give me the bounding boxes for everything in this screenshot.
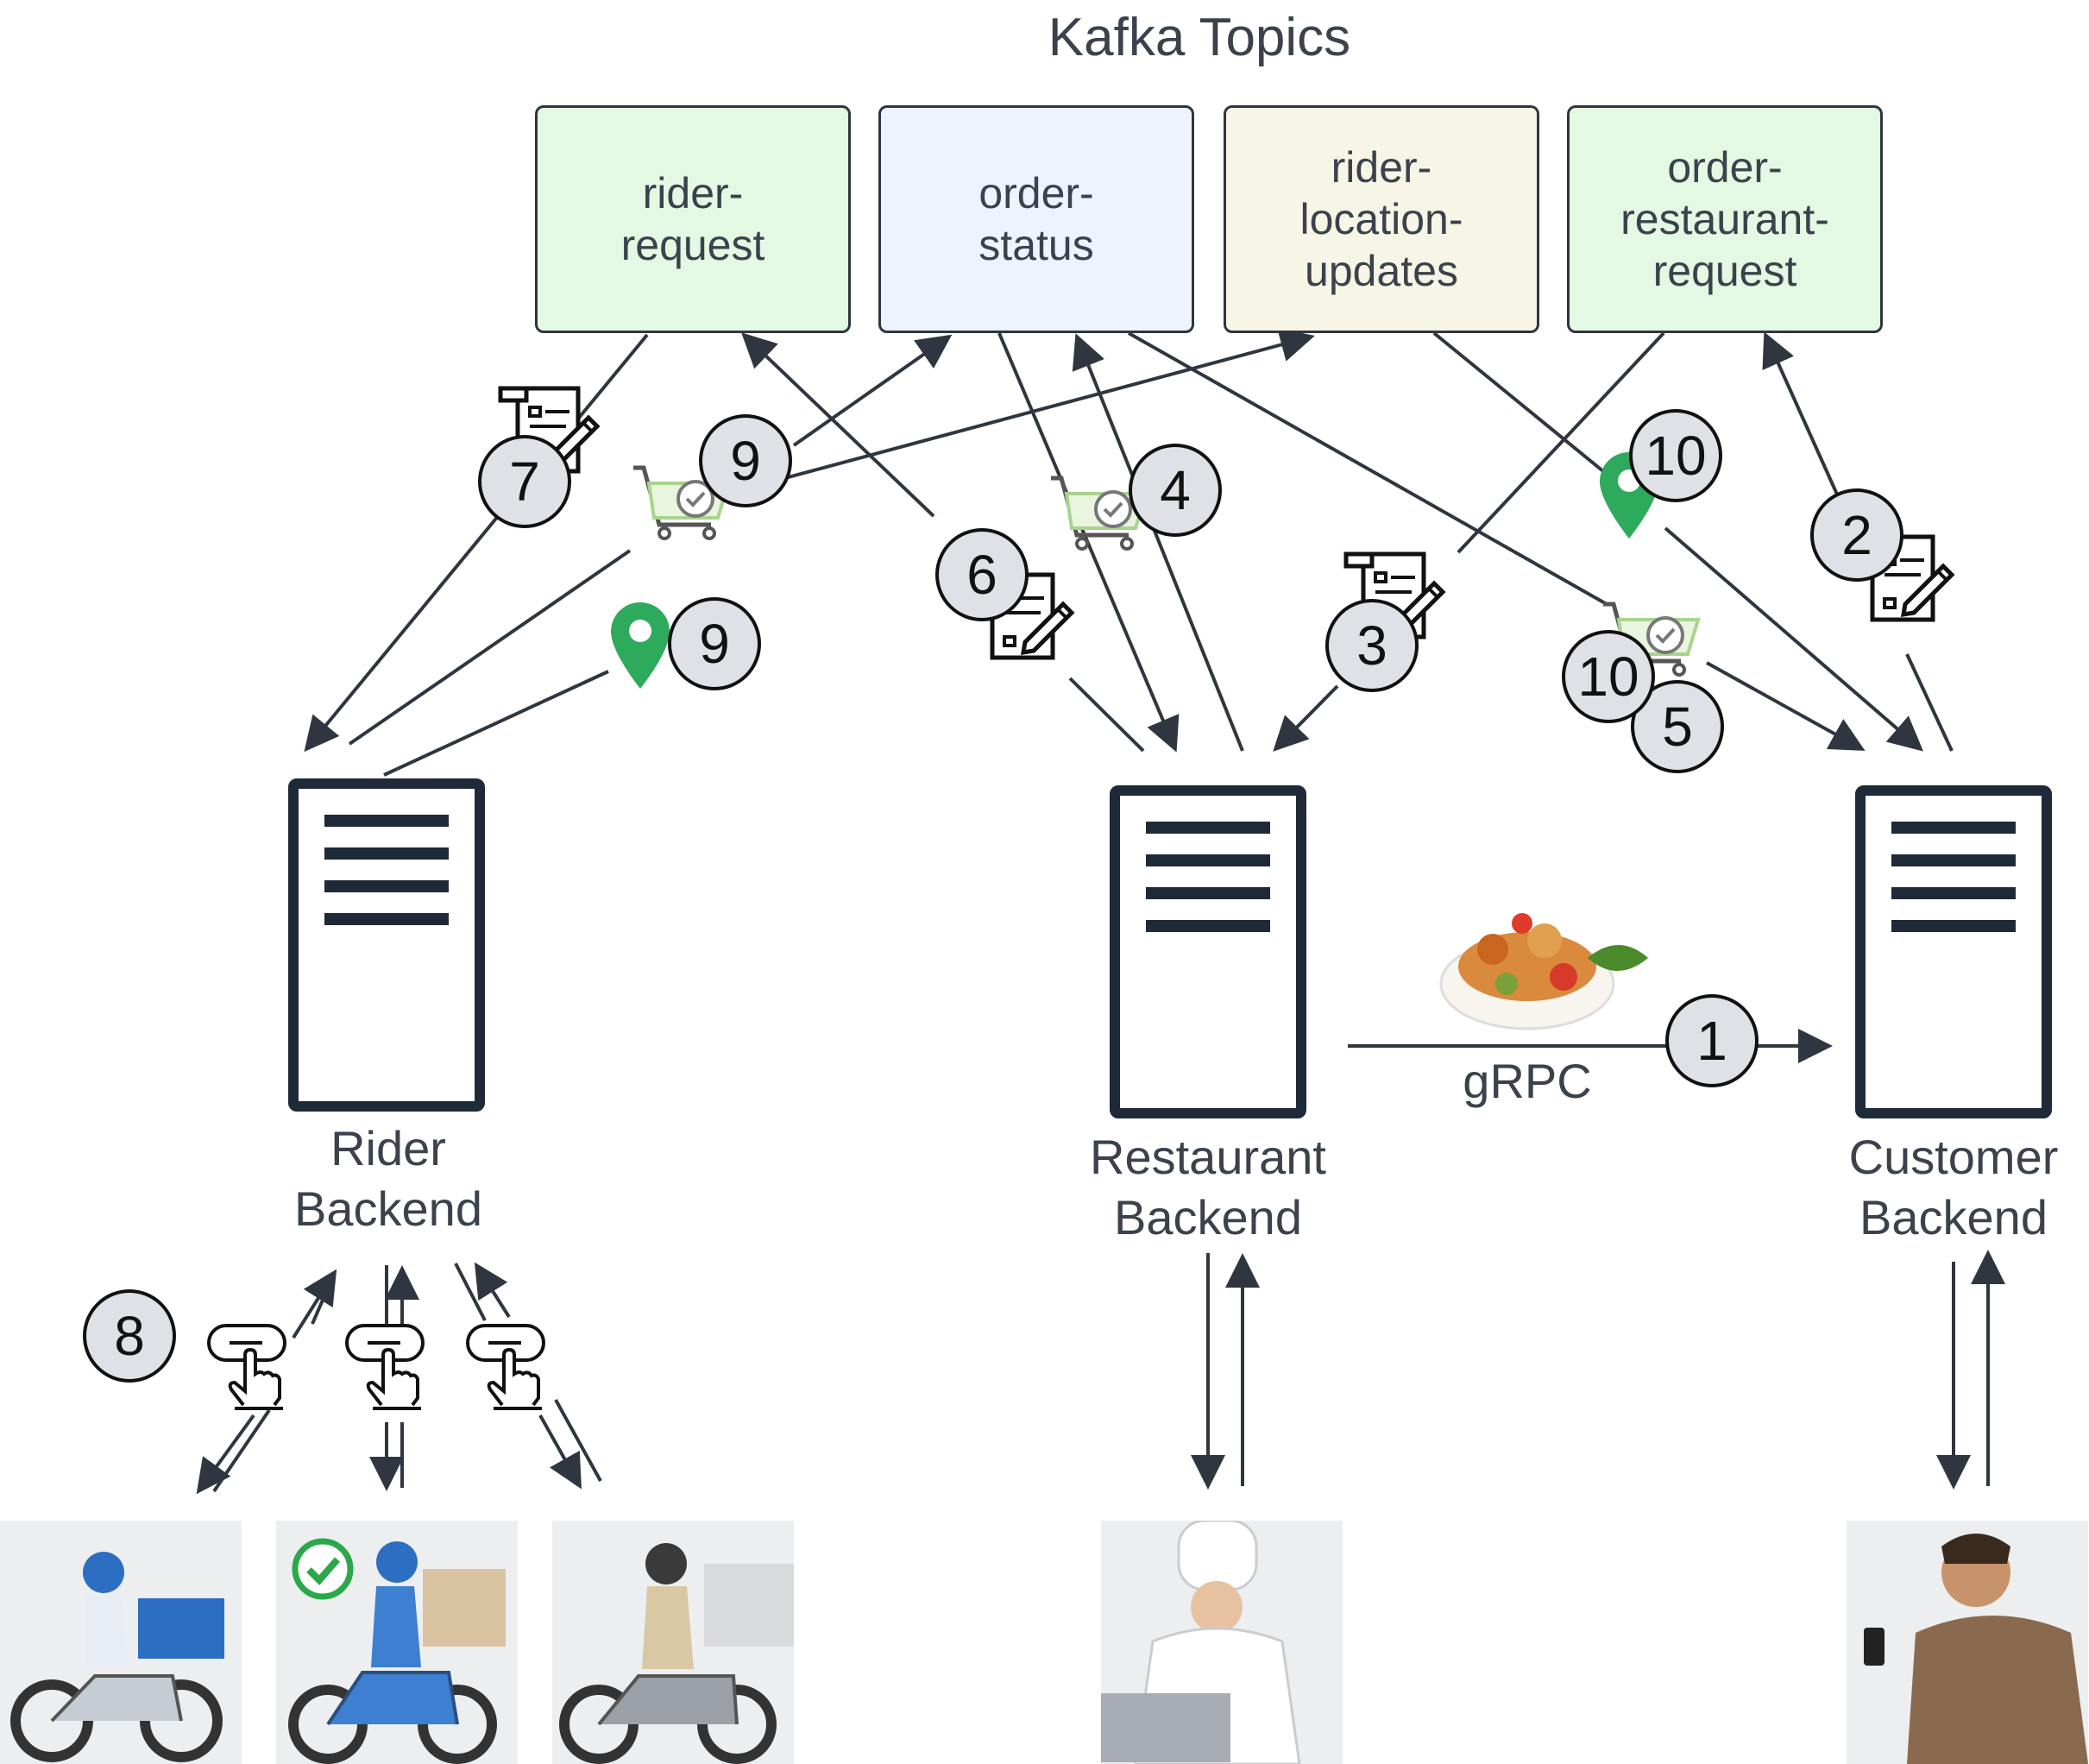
step-badge-9: 9	[699, 414, 792, 507]
topic-order-restaurant-request[interactable]: order- restaurant- request	[1567, 105, 1883, 333]
check-circle-icon	[292, 1538, 354, 1600]
step-badge-1: 1	[1665, 994, 1759, 1087]
rider-backend-server-icon	[293, 784, 480, 1106]
grpc-protocol-label: gRPC	[1463, 1054, 1592, 1108]
step-badge-3: 3	[1325, 599, 1419, 692]
step-badge-8: 8	[83, 1289, 176, 1383]
tap-button-icon	[466, 1324, 545, 1410]
step-badge-2: 2	[1810, 488, 1903, 582]
step-badge-6: 6	[935, 528, 1029, 621]
step-badge-10: 10	[1562, 630, 1655, 723]
customer-backend-label: Customer Backend	[1848, 1130, 2059, 1244]
customer-backend-server-icon	[1860, 791, 2047, 1113]
topic-order-status-label: order- status	[978, 169, 1094, 269]
topic-rider-location-updates[interactable]: rider- location- updates	[1224, 105, 1539, 333]
food-dish-icon	[1439, 913, 1648, 1030]
tap-button-icon	[345, 1324, 425, 1410]
step-badge-5: 5	[1631, 680, 1724, 773]
location-pin-icon	[611, 602, 670, 689]
rider-photo	[552, 1521, 794, 1764]
topic-order-restaurant-request-label: order- restaurant- request	[1620, 143, 1829, 295]
rider-backend-label: Rider Backend	[294, 1121, 482, 1236]
kafka-topics-title: Kafka Topics	[1048, 8, 1351, 67]
tap-button-icon	[207, 1324, 286, 1410]
rider-photo	[0, 1521, 242, 1764]
step-badge-4: 4	[1129, 444, 1222, 537]
step-badge-7: 7	[478, 435, 571, 528]
restaurant-backend-server-icon	[1115, 791, 1301, 1113]
step-badge-9: 9	[668, 597, 761, 690]
step-badge-10: 10	[1629, 409, 1722, 502]
customer-photo	[1847, 1521, 2088, 1764]
topic-rider-location-updates-label: rider- location- updates	[1299, 143, 1463, 295]
restaurant-backend-label: Restaurant Backend	[1090, 1130, 1326, 1244]
topic-rider-request[interactable]: rider- request	[535, 105, 851, 333]
chef-photo	[1101, 1521, 1343, 1764]
topic-rider-request-label: rider- request	[620, 169, 765, 269]
topic-order-status[interactable]: order- status	[878, 105, 1194, 333]
